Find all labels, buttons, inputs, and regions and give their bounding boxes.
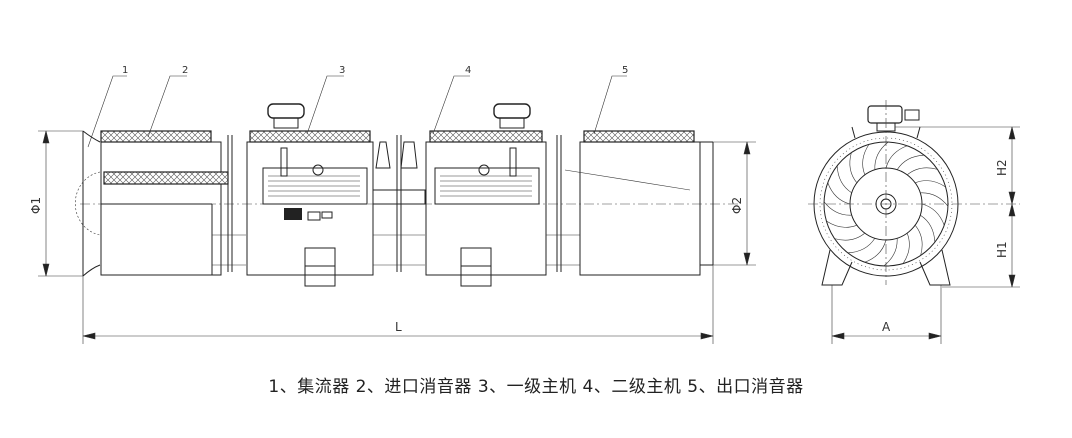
fan-blade xyxy=(864,239,887,263)
fan-blade xyxy=(906,167,938,176)
fan-blade xyxy=(834,232,866,241)
secondary-fan-stage xyxy=(425,103,580,287)
outlet-silencer xyxy=(564,130,714,276)
fan-blade xyxy=(902,233,910,264)
part-label-3: 3 xyxy=(339,65,345,76)
fan-blade xyxy=(826,220,857,228)
dim-outlet-diameter: Φ2 xyxy=(730,197,744,214)
dim-height-upper: H2 xyxy=(995,159,1009,176)
side-view: 1 2 3 4 5 Φ1 Φ2 L xyxy=(29,65,756,344)
stage-coupling xyxy=(372,135,426,272)
part-label-5: 5 xyxy=(622,65,628,76)
fan-blade xyxy=(896,154,925,170)
inlet-silencer xyxy=(100,130,246,276)
fan-blade xyxy=(836,165,852,194)
collector xyxy=(75,130,101,277)
part-label-4: 4 xyxy=(465,65,471,76)
primary-fan-stage xyxy=(246,103,374,287)
part-leaders xyxy=(87,75,627,148)
fan-blade xyxy=(885,145,908,169)
dim-length: L xyxy=(395,320,402,334)
fan-blade xyxy=(823,201,852,216)
front-dimension-lines xyxy=(831,126,1020,344)
part-label-1: 1 xyxy=(122,65,128,76)
dim-inlet-diameter: Φ1 xyxy=(29,197,43,214)
fan-blade xyxy=(920,214,936,243)
fan-blade xyxy=(920,192,949,207)
fan-blade xyxy=(862,144,870,175)
dim-height-lower: H1 xyxy=(995,241,1009,258)
fan-blade xyxy=(915,180,946,188)
figure-caption: 1、集流器 2、进口消音器 3、一级主机 4、二级主机 5、出口消音器 xyxy=(268,377,804,397)
dimension-lines xyxy=(38,130,756,344)
front-view: H2 H1 A xyxy=(808,100,1020,344)
fan-blade xyxy=(847,238,876,254)
dim-foot-span: A xyxy=(882,320,891,334)
fan-blade xyxy=(849,152,858,184)
fan-blade xyxy=(921,203,945,226)
fan-blade xyxy=(827,182,851,205)
part-label-2: 2 xyxy=(182,65,188,76)
fan-blade xyxy=(914,224,923,256)
